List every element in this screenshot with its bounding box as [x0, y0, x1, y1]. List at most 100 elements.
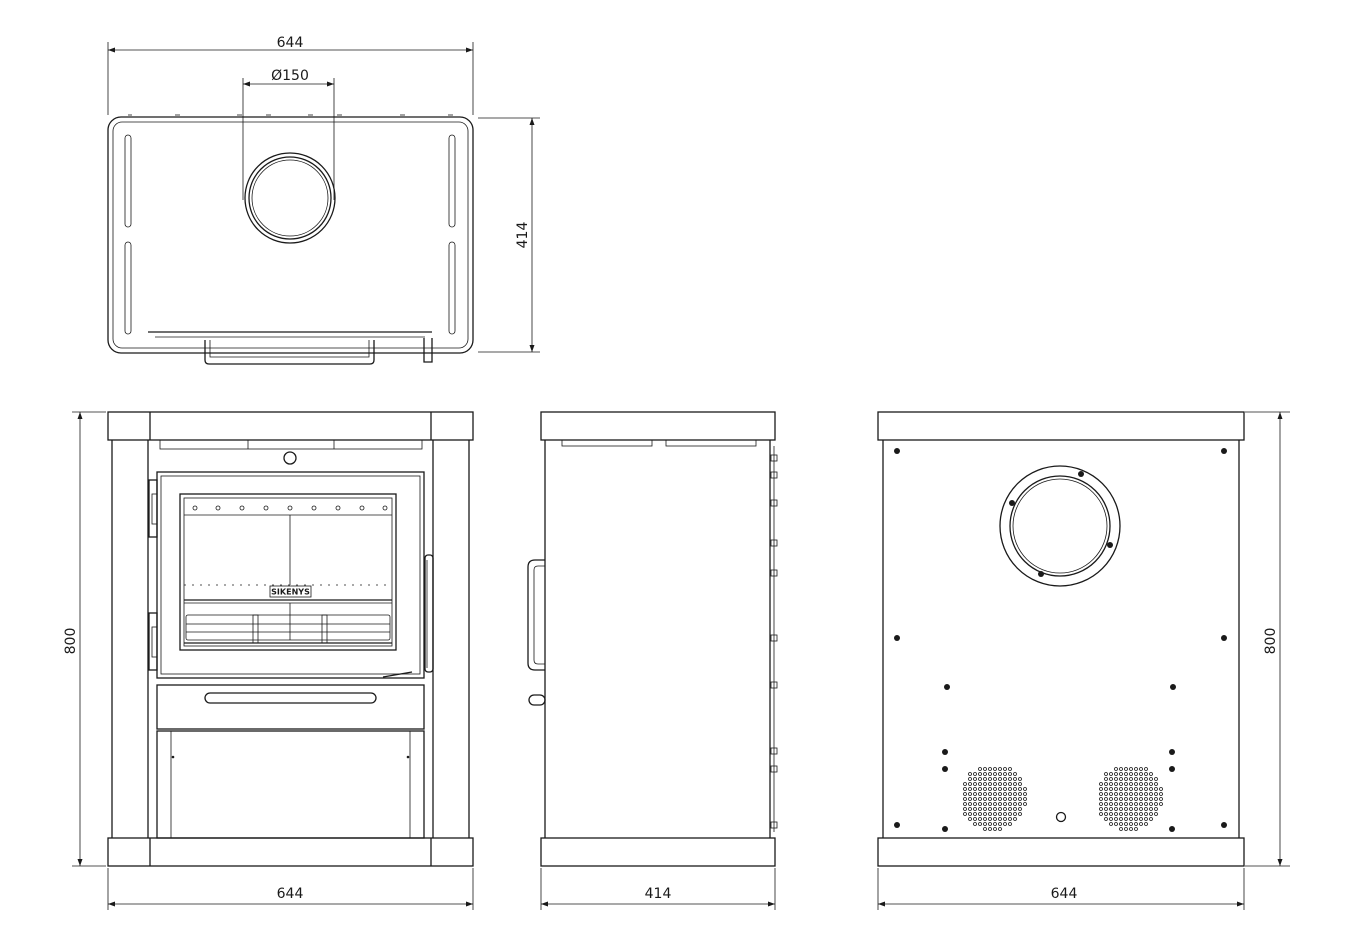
top-width-label: 644: [277, 35, 304, 51]
side-view: 414: [527, 411, 778, 910]
vent-perforation: [1134, 812, 1138, 816]
vent-perforation: [983, 782, 987, 786]
vent-perforation: [973, 792, 977, 796]
vent-perforation: [1114, 817, 1118, 821]
vent-perforation: [983, 812, 987, 816]
vent-perforation: [1018, 777, 1022, 781]
vent-perforation: [1124, 807, 1128, 811]
vent-perforation: [988, 777, 992, 781]
vent-perforation: [1144, 812, 1148, 816]
side-depth-label: 414: [645, 886, 672, 902]
vent-perforation: [978, 767, 982, 771]
vent-perforation: [1119, 797, 1123, 801]
vent-perforation: [1134, 817, 1138, 821]
vent-perforation: [1114, 787, 1118, 791]
vent-perforation: [1109, 812, 1113, 816]
vent-perforation: [1013, 807, 1017, 811]
vent-perforation: [1139, 822, 1143, 826]
vent-perforation: [963, 802, 967, 806]
vent-perforation: [988, 787, 992, 791]
vent-perforation: [993, 802, 997, 806]
vent-perforation: [993, 812, 997, 816]
vent-perforation: [1144, 772, 1148, 776]
vent-perforation: [1109, 777, 1113, 781]
vent-perforation: [988, 782, 992, 786]
vent-perforation: [1109, 772, 1113, 776]
vent-perforation: [1114, 777, 1118, 781]
vent-perforation: [1114, 782, 1118, 786]
vent-perforation: [1129, 777, 1133, 781]
vent-perforation: [998, 817, 1002, 821]
vent-perforation: [968, 782, 972, 786]
vent-perforation: [968, 817, 972, 821]
vent-perforation: [1134, 782, 1138, 786]
vent-perforation: [1023, 792, 1027, 796]
vent-perforation: [1154, 792, 1158, 796]
vent-perforation: [1018, 807, 1022, 811]
vent-perforation: [1114, 797, 1118, 801]
vent-perforation: [1003, 772, 1007, 776]
vent-perforation: [1013, 787, 1017, 791]
vent-perforation: [963, 787, 967, 791]
vent-perforation: [1124, 822, 1128, 826]
vent-perforation: [963, 792, 967, 796]
vent-perforation: [1149, 792, 1153, 796]
vent-perforation: [1159, 792, 1163, 796]
vent-perforation: [1124, 782, 1128, 786]
vent-perforation: [1013, 812, 1017, 816]
vent-perforation: [1018, 812, 1022, 816]
vent-perforation: [1013, 782, 1017, 786]
brand-logo: SIKENYS: [271, 588, 310, 597]
vent-perforation: [1159, 802, 1163, 806]
vent-perforation: [1119, 787, 1123, 791]
vent-perforation: [973, 797, 977, 801]
vent-perforation: [988, 767, 992, 771]
vent-perforation: [978, 787, 982, 791]
vent-perforation: [1154, 802, 1158, 806]
vent-perforation: [968, 772, 972, 776]
vent-perforation: [1139, 787, 1143, 791]
vent-perforation: [998, 772, 1002, 776]
vent-perforation: [1109, 817, 1113, 821]
vent-perforation: [1104, 797, 1108, 801]
vent-perforation: [1008, 822, 1012, 826]
vent-perforation: [998, 827, 1002, 831]
vent-perforation: [1018, 802, 1022, 806]
vent-perforation: [968, 777, 972, 781]
vent-perforation: [963, 812, 967, 816]
vent-perforation: [973, 802, 977, 806]
vent-perforation: [1119, 827, 1123, 831]
vent-perforation: [988, 792, 992, 796]
vent-perforation: [973, 812, 977, 816]
vent-perforation: [1023, 802, 1027, 806]
vent-perforation: [1008, 797, 1012, 801]
vent-perforation: [998, 767, 1002, 771]
vent-perforation: [1114, 767, 1118, 771]
rear-vent-grid-left: [963, 767, 1027, 831]
vent-perforation: [1003, 787, 1007, 791]
vent-perforation: [1154, 782, 1158, 786]
vent-perforation: [1119, 812, 1123, 816]
vent-perforation: [1154, 807, 1158, 811]
vent-perforation: [1139, 792, 1143, 796]
vent-perforation: [1119, 807, 1123, 811]
vent-perforation: [998, 797, 1002, 801]
vent-perforation: [1003, 782, 1007, 786]
vent-perforation: [978, 807, 982, 811]
vent-perforation: [1124, 777, 1128, 781]
vent-perforation: [993, 767, 997, 771]
vent-perforation: [1013, 817, 1017, 821]
vent-perforation: [1003, 802, 1007, 806]
vent-perforation: [1099, 802, 1103, 806]
vent-perforation: [1008, 787, 1012, 791]
vent-perforation: [1109, 807, 1113, 811]
front-view: 800 644: [63, 411, 474, 910]
vent-perforation: [1134, 792, 1138, 796]
vent-perforation: [973, 787, 977, 791]
vent-perforation: [1139, 807, 1143, 811]
vent-perforation: [1124, 817, 1128, 821]
vent-perforation: [978, 817, 982, 821]
vent-perforation: [968, 812, 972, 816]
vent-perforation: [1114, 792, 1118, 796]
